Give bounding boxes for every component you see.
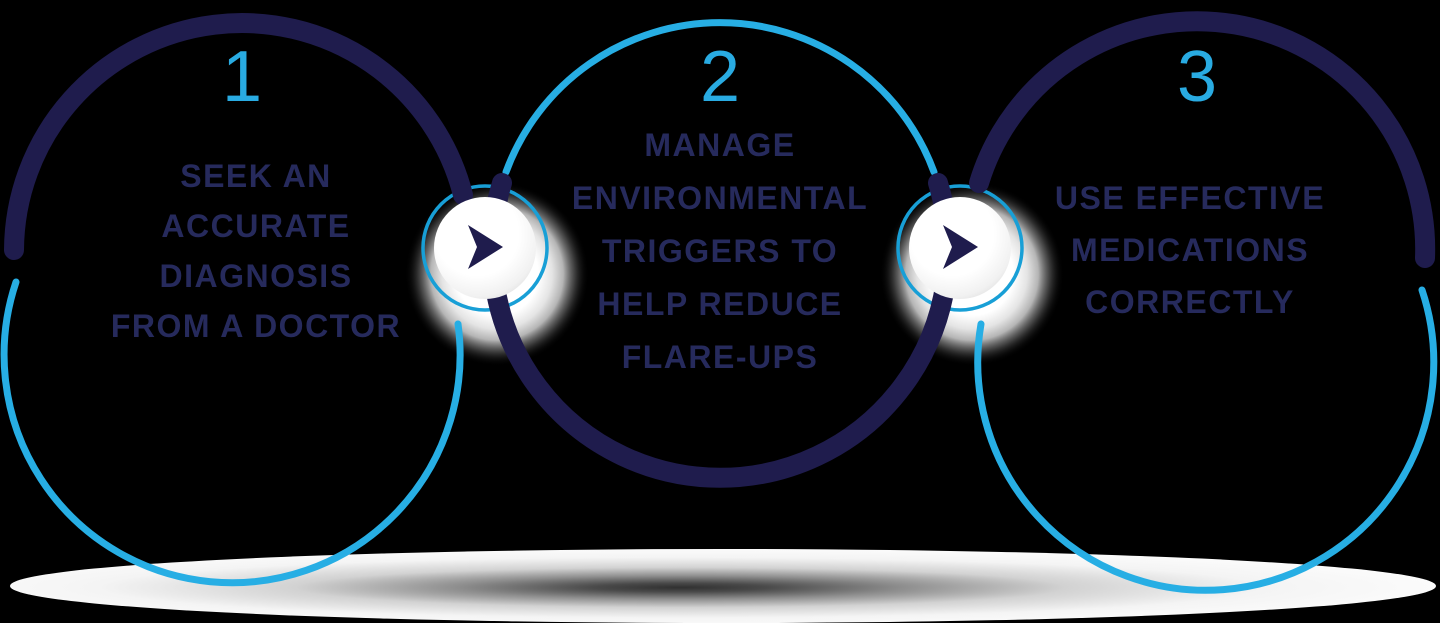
step-3-caption: USE EFFECTIVE MEDICATIONS CORRECTLY bbox=[1054, 180, 1326, 320]
connector-2-arrow-button[interactable] bbox=[909, 197, 1011, 299]
step-1-circle-top-arc bbox=[4, 13, 473, 260]
step-3-circle-top-arc bbox=[969, 11, 1436, 268]
step-2-circle-top-arc bbox=[502, 19, 938, 176]
arrow-right-icon bbox=[468, 225, 503, 269]
connector-1-ring bbox=[421, 184, 549, 312]
connector-2-ring bbox=[896, 184, 1024, 312]
arrow-right-icon bbox=[943, 225, 978, 269]
step-3-circle-bottom-arc bbox=[974, 286, 1438, 594]
step-1-circle-bottom-arc bbox=[0, 278, 464, 587]
step-2-number: 2 bbox=[699, 37, 741, 117]
step-2-circle-bottom-arc bbox=[482, 173, 958, 488]
floor-shadow bbox=[10, 549, 1436, 623]
step-2-caption: MANAGE ENVIRONMENTAL TRIGGERS TO HELP RE… bbox=[571, 127, 869, 375]
connector-1-arrow-button[interactable] bbox=[434, 197, 536, 299]
step-1-number: 1 bbox=[221, 37, 263, 117]
step-1-caption: SEEK AN ACCURATE DIAGNOSIS FROM A DOCTOR bbox=[110, 158, 402, 344]
step-3-number: 3 bbox=[1176, 37, 1218, 117]
